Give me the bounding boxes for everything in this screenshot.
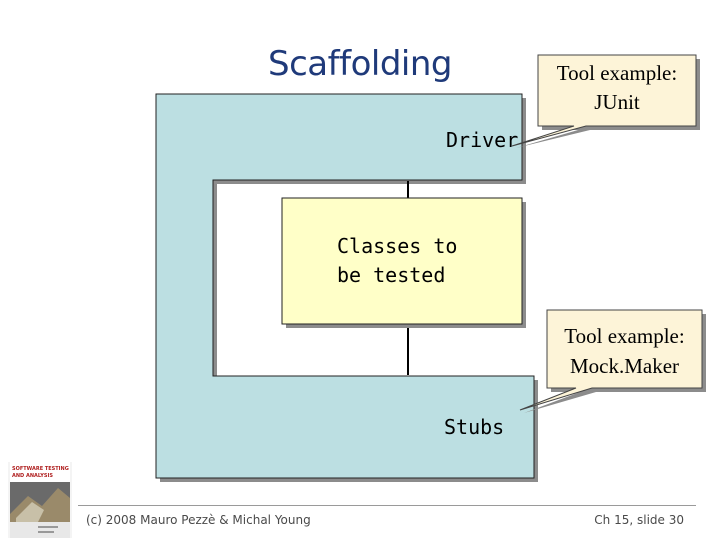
footer-divider	[78, 505, 696, 506]
slide-title: Scaffolding	[268, 44, 452, 84]
classes-box	[281, 197, 523, 325]
stubs-label: Stubs	[444, 415, 505, 439]
scaffold-frame	[155, 93, 535, 479]
callout-mock-line1: Tool example:	[564, 324, 685, 348]
driver-label: Driver	[446, 128, 519, 152]
callout-junit-bubble	[511, 54, 697, 147]
footer-slide-number: Ch 15, slide 30	[594, 513, 684, 527]
footer-copyright: (c) 2008 Mauro Pezzè & Michal Young	[86, 513, 311, 527]
svg-text:SOFTWARE TESTING: SOFTWARE TESTING	[12, 466, 69, 472]
callout-junit-line1: Tool example:	[556, 61, 678, 85]
book-cover-logo: SOFTWARE TESTING AND ANALYSIS	[8, 462, 72, 538]
callout-mock-bubble	[519, 309, 703, 411]
classes-label-line1: Classes to	[337, 234, 458, 258]
classes-label-line2: be tested	[337, 263, 446, 287]
callout-mock-line2: Mock.Maker	[569, 354, 680, 378]
callout-junit-line2: JUnit	[594, 90, 640, 114]
svg-text:AND ANALYSIS: AND ANALYSIS	[12, 473, 53, 479]
